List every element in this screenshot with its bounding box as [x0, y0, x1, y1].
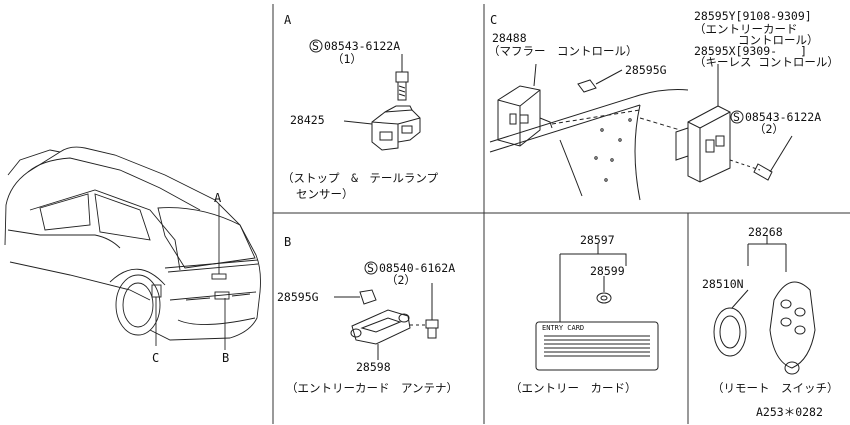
panel-c-keyless-part: 28595X[9309- ] [694, 44, 808, 58]
car-callout-a: A [214, 191, 222, 205]
card-panel-card-text: ENTRY CARD [542, 324, 585, 332]
panel-c-entry-ctrl-name-1: （エントリーカード [694, 22, 798, 36]
panel-a-caption-1: （ストップ & テールランプ [282, 171, 439, 185]
panel-c-screw-qty: （2） [754, 122, 784, 136]
card-panel-sub-part: 28599 [590, 264, 625, 278]
diagram-code: A253＊0282 [756, 405, 823, 419]
panel-b-screw-mark: S [367, 261, 374, 275]
panel-b-antenna-part: 28598 [356, 360, 391, 374]
car-callout-c: C [152, 351, 160, 365]
remote-panel-parts [713, 236, 816, 375]
car-callout-b: B [222, 351, 230, 365]
panel-b-caption: （エントリーカード アンテナ） [286, 381, 459, 395]
remote-panel-caption: （リモート スイッチ） [712, 381, 839, 395]
panel-c-entry-ctrl-name-2: コントロール） [738, 33, 819, 47]
remote-panel-remote-part: 28268 [748, 225, 783, 239]
card-panel-parts [535, 244, 659, 371]
panel-b-letter: B [284, 235, 292, 249]
card-panel-card-part: 28597 [580, 233, 615, 247]
car-illustration [4, 146, 261, 350]
panel-c-muffler-part: 28488 [492, 31, 527, 45]
panel-b-parts [334, 261, 439, 360]
remote-panel-sub-part: 28510N [702, 277, 744, 291]
panel-a-parts [309, 39, 421, 151]
panel-c-entry-ctrl-part: 28595Y[9108-9309] [694, 9, 812, 23]
panel-c-muffler-name: （マフラー コントロール） [488, 44, 638, 58]
panel-b-grommet-part: 28595G [277, 290, 319, 304]
panel-a-screw-part: 08543-6122A [324, 39, 401, 53]
panel-c-grommet-part: 28595G [625, 63, 667, 77]
panel-c-screw-mark: S [733, 110, 740, 124]
panel-c-keyless-name: （キーレス コントロール） [694, 55, 839, 69]
panel-c-parts [489, 63, 793, 201]
card-panel-caption: （エントリー カード） [510, 381, 637, 395]
panel-a-screw-qty: （1） [332, 52, 362, 66]
panel-a-letter: A [284, 13, 292, 27]
panel-a-screw-mark: S [312, 39, 319, 53]
panel-c-letter: C [490, 13, 498, 27]
panel-c-screw-part: 08543-6122A [745, 110, 822, 124]
panel-dividers [272, 4, 850, 424]
panel-a-sensor-part: 28425 [290, 113, 325, 127]
panel-a-caption-2: センサー） [296, 187, 354, 201]
panel-b-screw-qty: （2） [386, 273, 416, 287]
panel-b-screw-part: 08540-6162A [379, 261, 456, 275]
